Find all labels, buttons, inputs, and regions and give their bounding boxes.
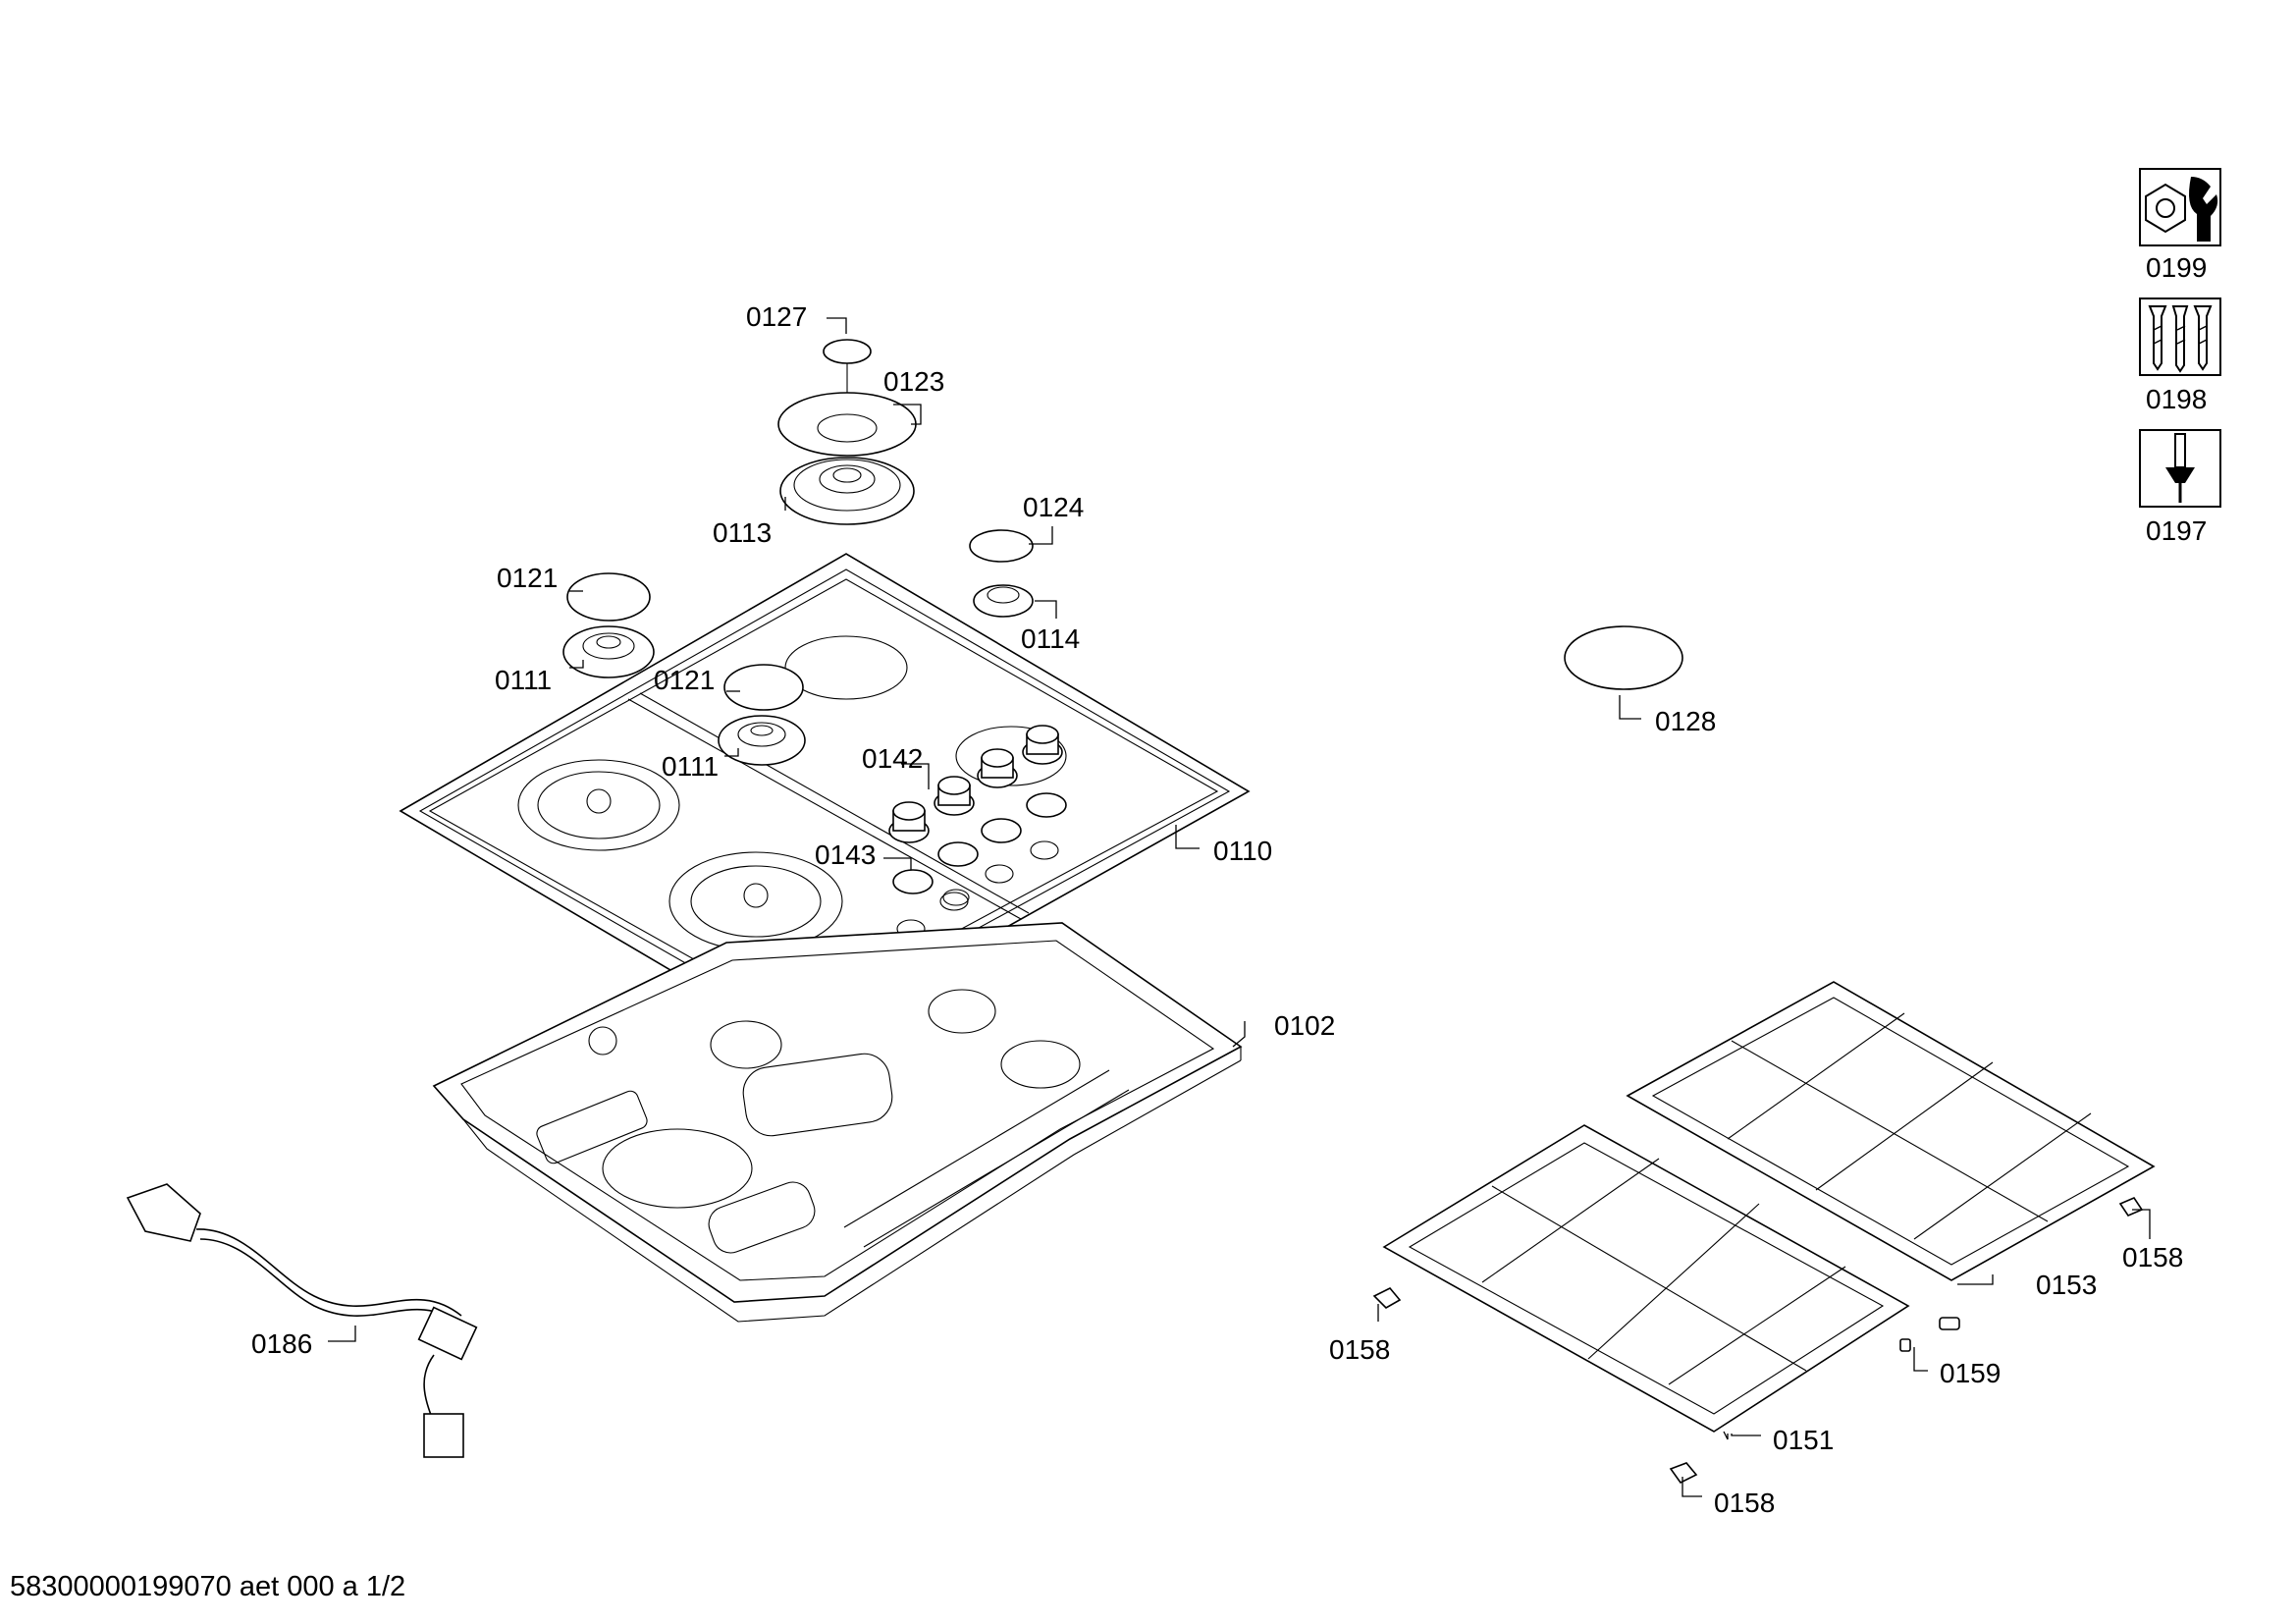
label-0121-left: 0121	[497, 563, 558, 593]
label-0113: 0113	[713, 517, 772, 548]
label-0123: 0123	[883, 366, 944, 397]
label-0186: 0186	[251, 1328, 312, 1359]
label-0199: 0199	[2146, 252, 2207, 283]
label-0153: 0153	[2036, 1270, 2097, 1300]
label-0158-right: 0158	[2122, 1242, 2183, 1272]
label-0110: 0110	[1213, 836, 1272, 866]
screwdriver-icon	[2139, 429, 2221, 508]
rubber-foot	[1372, 1287, 1402, 1309]
burner-cap-lid	[1564, 625, 1683, 690]
label-0158-bottom: 0158	[1714, 1488, 1775, 1518]
pan-support-left	[1382, 1124, 1910, 1433]
wok-burner	[777, 339, 917, 525]
label-0198: 0198	[2146, 384, 2207, 414]
label-0121-middle: 0121	[654, 665, 715, 695]
middle-burner	[718, 664, 806, 766]
part-labels: 0127 0123 0113 0124 0114 0121 0111 0121 …	[251, 252, 2207, 1518]
rubber-foot	[1669, 1462, 1698, 1485]
label-0128: 0128	[1655, 706, 1716, 736]
power-cable	[126, 1183, 478, 1458]
screws-icon	[2139, 298, 2221, 376]
label-0102: 0102	[1274, 1010, 1335, 1041]
label-0158-left: 0158	[1329, 1334, 1390, 1365]
label-0127: 0127	[746, 301, 807, 332]
base-tray	[432, 922, 1243, 1323]
label-0142: 0142	[862, 743, 923, 774]
pan-support-right	[1626, 981, 2156, 1281]
label-0151: 0151	[1773, 1425, 1834, 1455]
label-0111-middle: 0111	[662, 751, 719, 782]
label-0159: 0159	[1940, 1358, 2001, 1388]
left-burner	[562, 572, 655, 678]
label-0197: 0197	[2146, 515, 2207, 546]
nut-wrench-icon	[2139, 168, 2221, 246]
label-0114: 0114	[1021, 623, 1080, 654]
auxiliary-burner	[969, 529, 1034, 618]
label-0143: 0143	[815, 839, 876, 870]
clip	[1939, 1317, 1960, 1330]
label-0111-left: 0111	[495, 665, 552, 695]
document-footer-id: 58300000199070 aet 000 a 1/2	[10, 1571, 406, 1602]
rubber-foot	[2118, 1197, 2144, 1217]
control-knobs	[888, 725, 1067, 894]
clip	[1899, 1338, 1911, 1352]
leader-lines	[328, 317, 2151, 1497]
label-0124: 0124	[1023, 492, 1084, 522]
